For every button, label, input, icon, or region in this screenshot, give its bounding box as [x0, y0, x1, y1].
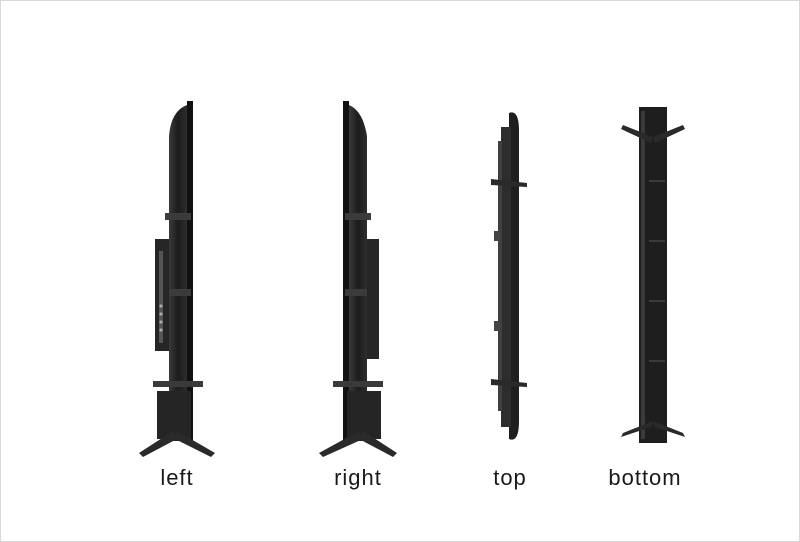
caption-bottom: bottom: [608, 465, 682, 490]
caption-left: left: [160, 465, 194, 490]
caption-right: right: [334, 465, 382, 490]
caption-top: top: [493, 465, 527, 490]
